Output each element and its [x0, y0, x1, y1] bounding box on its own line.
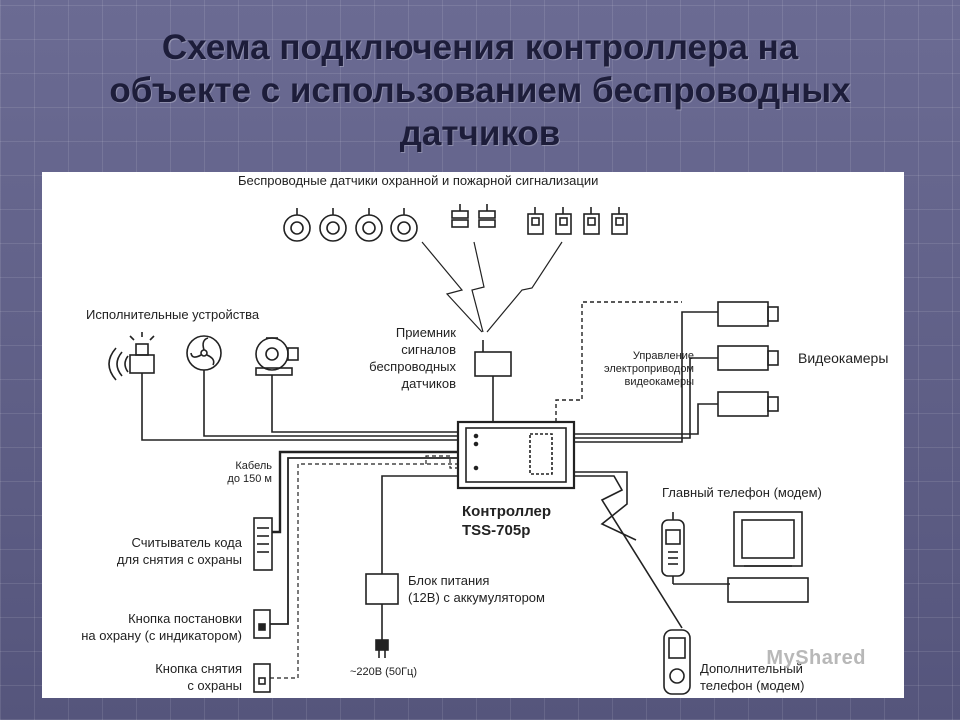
receiver-label-line: сигналов [401, 342, 456, 357]
camera-icon [717, 391, 779, 417]
receiver-label-line: Приемник [395, 325, 456, 340]
camera-icon [717, 301, 779, 327]
slide-title-line-3: датчиков [399, 114, 561, 153]
disarm-button-label: Кнопка снятия с охраны [52, 660, 242, 694]
disarm-button-label-line: Кнопка снятия [155, 661, 242, 676]
cable-label: Кабель до 150 м [202, 460, 272, 486]
receiver-label: Приемник сигналов беспроводных датчиков [338, 324, 456, 392]
mains-plug-icon [375, 639, 389, 658]
disarm-button-label-line: с охраны [187, 678, 242, 693]
siren-icon [108, 332, 155, 381]
smoke-sensor-icon [390, 208, 418, 242]
motion-detector-icon [527, 207, 544, 235]
computer-icon [727, 511, 809, 603]
sensors-label: Беспроводные датчики охранной и пожарной… [238, 173, 599, 188]
controller-label-line: TSS-705р [462, 522, 531, 539]
code-reader-label-line: Считыватель кода [131, 535, 242, 550]
power-label-line: Блок питания [408, 573, 490, 588]
arm-button-label-line: на охрану (с индикатором) [81, 628, 242, 643]
motion-detector-icon [555, 207, 572, 235]
fan-icon [186, 335, 222, 371]
receiver-label-line: беспроводных [369, 359, 456, 374]
cable-label-line: Кабель [235, 460, 272, 472]
extra-phone-label: Дополнительный телефон (модем) [700, 660, 804, 694]
controller-label-line: Контроллер [462, 503, 552, 520]
cameras-label: Видеокамеры [798, 350, 889, 366]
cable-label-line: до 150 м [227, 473, 272, 485]
motion-detector-icon [611, 207, 628, 235]
controller-box [456, 420, 576, 490]
camera-icon [717, 345, 779, 371]
main-phone-label: Главный телефон (модем) [662, 485, 822, 500]
slide-title-line-1: Схема подключения контроллера на [161, 28, 799, 67]
arm-button-label: Кнопка постановки на охрану (с индикатор… [42, 610, 242, 644]
smoke-sensor-icon [283, 208, 311, 242]
arm-button-icon [253, 609, 271, 639]
slide-title: Схема подключения контроллера на объекте… [40, 26, 920, 155]
watermark: MyShared [766, 647, 866, 669]
smoke-sensor-icon [319, 208, 347, 242]
code-reader-icon [253, 517, 273, 571]
camera-control-label-line: Управление [632, 350, 694, 362]
extra-phone-label-line: Дополнительный [700, 661, 803, 676]
mobile-phone-icon [661, 512, 685, 577]
power-label-line: (12В) с аккумулятором [408, 590, 545, 605]
camera-control-label-line: электроприводом [603, 363, 694, 375]
camera-control-label-line: видеокамеры [624, 376, 694, 388]
code-reader-label: Считыватель кода для снятия с охраны [52, 534, 242, 568]
disarm-button-icon [253, 663, 271, 693]
diagram-panel: Беспроводные датчики охранной и пожарной… [42, 172, 904, 698]
actuators-label: Исполнительные устройства [86, 307, 260, 322]
smoke-sensor-icon [355, 208, 383, 242]
slide-title-line-2: объекте с использованием беспроводных [109, 71, 851, 110]
arm-button-label-line: Кнопка постановки [128, 611, 242, 626]
receiver-label-line: датчиков [401, 376, 457, 391]
wiring-diagram [108, 204, 809, 695]
door-contact-icon [478, 204, 496, 228]
extra-phone-label-line: телефон (модем) [700, 678, 805, 693]
code-reader-label-line: для снятия с охраны [116, 552, 242, 567]
power-supply-icon [365, 573, 399, 605]
power-label: Блок питания (12В) с аккумулятором [408, 572, 545, 606]
motion-detector-icon [583, 207, 600, 235]
door-contact-icon [451, 204, 469, 228]
motor-icon [255, 337, 299, 376]
mains-label: ~220В (50Гц) [350, 666, 417, 678]
extra-phone-icon [663, 629, 691, 695]
camera-control-label: Управление электроприводом видеокамеры [582, 350, 694, 389]
controller-label: Контроллер TSS-705р [462, 502, 551, 540]
receiver-box [474, 340, 512, 377]
